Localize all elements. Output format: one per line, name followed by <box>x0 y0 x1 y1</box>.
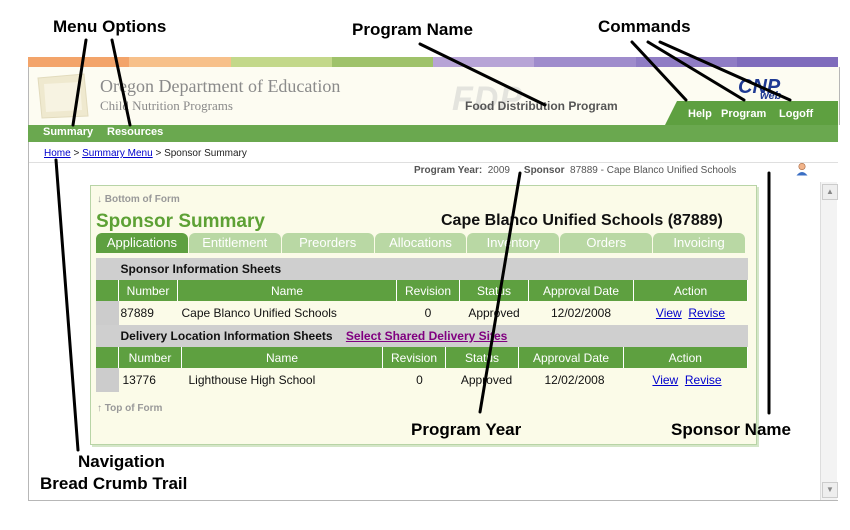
cell-revision: 0 <box>396 301 460 325</box>
division-name: Child Nutrition Programs <box>100 98 233 113</box>
tab-bar: Applications Entitlement Preorders Alloc… <box>96 233 746 253</box>
annotation-program-year: Program Year <box>411 420 522 439</box>
tab-inventory[interactable]: Inventory <box>467 233 560 253</box>
menu-resources[interactable]: Resources <box>107 126 164 138</box>
vertical-scrollbar[interactable]: ▲ ▼ <box>820 182 838 500</box>
arrow-down-icon: ↓ <box>97 194 102 205</box>
column-header: Approval Date <box>528 280 634 301</box>
cell-approval-date: 12/02/2008 <box>522 368 627 392</box>
tab-entitlement[interactable]: Entitlement <box>188 233 281 253</box>
callout-line <box>71 38 88 127</box>
breadcrumb-separator: > <box>73 148 80 159</box>
help-command[interactable]: Help <box>688 108 712 120</box>
view-link[interactable]: View <box>652 373 679 387</box>
annotation-navigation: Navigation <box>78 452 165 471</box>
breadcrumb-current: Sponsor Summary <box>164 148 247 159</box>
program-command[interactable]: Program <box>721 108 767 120</box>
program-name: Food Distribution Program <box>465 99 618 113</box>
logoff-command[interactable]: Logoff <box>779 108 814 120</box>
scroll-up-icon[interactable]: ▲ <box>822 184 838 200</box>
annotation-sponsor-name: Sponsor Name <box>671 420 791 439</box>
context-info: Program Year: 2009 Sponsor 87889 - Cape … <box>414 165 736 176</box>
delivery-section-title: Delivery Location Information Sheets Sel… <box>118 325 748 347</box>
program-year-label: Program Year: <box>414 165 483 176</box>
column-header: Approval Date <box>518 347 624 368</box>
bottom-of-form-label: Bottom of Form <box>104 194 180 205</box>
sponsor-value: 87889 - Cape Blanco Unified Schools <box>570 165 737 176</box>
table-row: 13776 Lighthouse High School 0 Approved … <box>96 368 748 392</box>
annotation-menu-options: Menu Options <box>53 17 167 36</box>
arrow-up-icon: ↑ <box>97 403 102 414</box>
top-of-form-link[interactable]: ↑ Top of Form <box>97 403 162 414</box>
menu-bar <box>28 125 838 142</box>
divider <box>28 162 838 163</box>
cell-number: 87889 <box>118 301 178 325</box>
column-header: Name <box>181 347 383 368</box>
program-watermark-logo: FDP <box>452 80 523 118</box>
callout-line <box>110 38 132 127</box>
breadcrumb-home[interactable]: Home <box>44 148 71 159</box>
cell-name: Lighthouse High School <box>184 368 389 392</box>
breadcrumb: Home > Summary Menu > Sponsor Summary <box>44 148 247 159</box>
top-of-form-label: Top of Form <box>104 403 163 414</box>
tab-invoicing[interactable]: Invoicing <box>653 233 746 253</box>
column-header: Revision <box>396 280 460 301</box>
column-header: Revision <box>382 347 446 368</box>
scroll-down-icon[interactable]: ▼ <box>822 482 838 498</box>
header-color-stripe <box>28 57 838 67</box>
cell-action: View Revise <box>626 368 748 392</box>
select-shared-delivery-sites-link[interactable]: Select Shared Delivery Sites <box>345 329 508 343</box>
user-profile-icon[interactable] <box>795 162 809 176</box>
callout-line <box>478 171 522 414</box>
tab-applications[interactable]: Applications <box>96 233 188 253</box>
revise-link[interactable]: Revise <box>684 373 722 387</box>
callout-line <box>630 40 688 102</box>
section-header: Sponsor Information Sheets <box>96 258 748 280</box>
tab-preorders[interactable]: Preorders <box>281 233 374 253</box>
callout-line <box>658 40 792 102</box>
column-header: Action <box>633 280 748 301</box>
revise-link[interactable]: Revise <box>688 306 726 320</box>
sponsor-label: Sponsor <box>523 165 565 176</box>
table-header-row: Number Name Revision Status Approval Dat… <box>96 280 748 301</box>
column-header: Action <box>623 347 748 368</box>
section-header: Delivery Location Information Sheets Sel… <box>96 325 748 347</box>
breadcrumb-summary-menu[interactable]: Summary Menu <box>82 148 153 159</box>
department-name: Oregon Department of Education <box>100 76 341 96</box>
delivery-header-subtable: Number Name Revision Status Approval Dat… <box>119 347 748 368</box>
delivery-row-subtable: 13776 Lighthouse High School 0 Approved … <box>118 368 748 392</box>
sponsor-section-title: Sponsor Information Sheets <box>118 258 748 280</box>
bottom-of-form-link[interactable]: ↓ Bottom of Form <box>97 194 180 205</box>
column-header: Number <box>118 280 178 301</box>
column-header: Number <box>119 347 182 368</box>
table-header-row: Number Name Revision Status Approval Dat… <box>96 347 748 368</box>
command-bar <box>665 101 838 125</box>
annotation-program-name: Program Name <box>352 20 473 39</box>
column-header: Name <box>177 280 397 301</box>
cell-revision: 0 <box>388 368 451 392</box>
cell-action: View Revise <box>633 301 748 325</box>
callout-line <box>54 158 80 452</box>
frame-border <box>28 500 838 501</box>
menu-summary[interactable]: Summary <box>43 126 94 138</box>
frame-border <box>28 142 29 500</box>
delivery-section-label: Delivery Location Information Sheets <box>120 329 333 343</box>
breadcrumb-separator: > <box>155 148 162 159</box>
callout-line <box>646 40 746 102</box>
tab-allocations[interactable]: Allocations <box>374 233 467 253</box>
page-title: Sponsor Summary <box>96 211 265 232</box>
cell-approval-date: 12/02/2008 <box>528 301 634 325</box>
program-year-value: 2009 <box>487 165 510 176</box>
view-link[interactable]: View <box>655 306 682 320</box>
callout-line <box>418 42 547 107</box>
annotation-bread-crumb-trail: Bread Crumb Trail <box>40 474 188 493</box>
cell-number: 13776 <box>118 368 185 392</box>
tab-orders[interactable]: Orders <box>560 233 653 253</box>
column-header: Status <box>459 280 529 301</box>
annotation-commands: Commands <box>598 17 691 36</box>
cell-name: Cape Blanco Unified Schools <box>177 301 397 325</box>
applications-table: Sponsor Information Sheets Number Name R… <box>96 258 748 392</box>
column-header: Status <box>445 347 519 368</box>
